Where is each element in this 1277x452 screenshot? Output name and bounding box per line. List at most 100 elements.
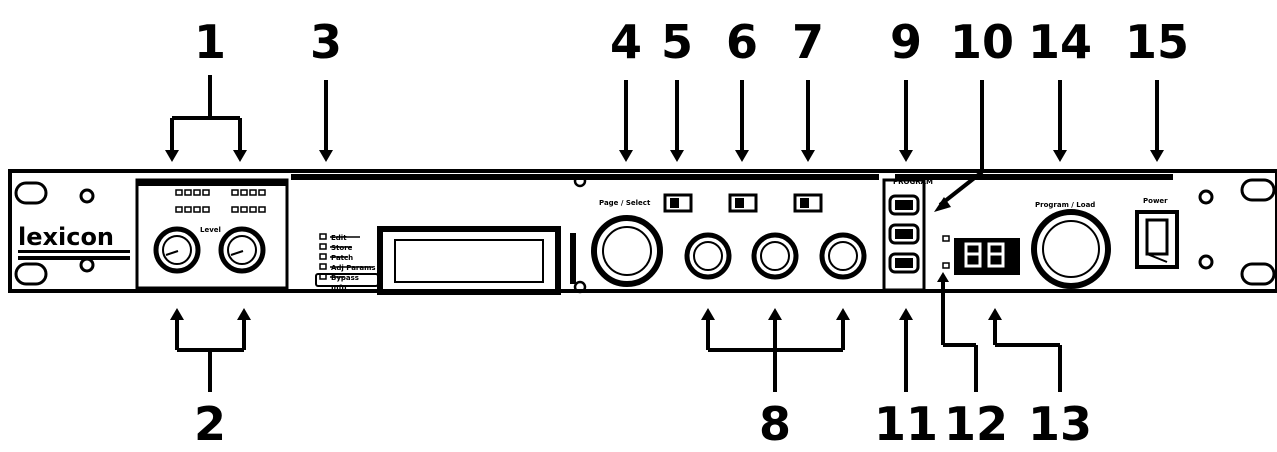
knob-cap-icon (1042, 220, 1100, 278)
knob-cap-icon (602, 226, 652, 276)
arrow-down-icon (735, 150, 749, 162)
logo-tagline-bar (18, 256, 130, 260)
arrow-down-icon (801, 150, 815, 162)
knob-cap-icon (828, 241, 858, 271)
callout-10: 10 (950, 15, 1014, 69)
arrow-up-icon (937, 272, 949, 282)
callout-14: 14 (1028, 15, 1092, 69)
callout-15: 15 (1125, 15, 1189, 69)
menu-item-patch: Patch (331, 254, 353, 262)
callout-7: 7 (792, 15, 824, 69)
menu-item-bypass: Bypass (331, 274, 359, 282)
arrow-diagonal-icon (934, 197, 951, 212)
program-button-11[interactable] (888, 252, 920, 274)
button-cap-icon (895, 200, 913, 210)
input-control-section (135, 178, 289, 290)
page-select-label: Page / Select (599, 199, 651, 207)
arrow-up-icon (170, 308, 184, 320)
menu-item-edit: Edit (331, 234, 347, 242)
arrow-up-icon (836, 308, 850, 320)
led-digits (964, 242, 1005, 268)
screw-icon (1198, 254, 1214, 270)
callout-1: 1 (194, 15, 226, 69)
arrow-down-icon (165, 150, 179, 162)
arrow-down-icon (233, 150, 247, 162)
button-cap-icon (735, 198, 744, 208)
power-rocker-icon (1145, 218, 1169, 256)
logo-underline (18, 250, 130, 253)
soft-button-6[interactable] (728, 193, 758, 213)
callout-3: 3 (310, 15, 342, 69)
program-section-label: PROGRAM (893, 178, 933, 186)
arrow-up-icon (899, 308, 913, 320)
menu-item-store: Store (331, 244, 353, 252)
brand-logo: lexicon (18, 223, 130, 260)
callout-5: 5 (661, 15, 693, 69)
arrow-down-icon (1150, 150, 1164, 162)
program-section (882, 174, 1179, 292)
callout-2: 2 (194, 397, 226, 451)
knob-cap-icon (227, 235, 257, 265)
program-button-10[interactable] (888, 223, 920, 245)
screw-icon (573, 280, 587, 294)
program-load-label: Program / Load (1035, 201, 1095, 209)
level-label: Level (200, 226, 221, 234)
program-led-display (954, 238, 1020, 275)
tempo-led-icon (942, 262, 950, 269)
program-section-header-bar (895, 174, 1173, 180)
soft-button-7[interactable] (793, 193, 823, 213)
arrow-up-icon (988, 308, 1002, 320)
callout-13: 13 (1028, 397, 1092, 451)
program-load-knob[interactable] (1031, 209, 1111, 289)
callout-12: 12 (944, 397, 1008, 451)
button-cap-icon (895, 229, 913, 239)
brand-name: lexicon (18, 223, 114, 251)
callout-numbers: 1 2 3 4 5 6 7 8 9 10 11 12 13 14 15 (194, 15, 1189, 451)
button-cap-icon (895, 258, 913, 268)
arrow-up-icon (768, 308, 782, 320)
rack-slot-top-right (1240, 178, 1276, 202)
lcd-screen (394, 239, 544, 283)
input-meter-left (175, 189, 210, 213)
rack-slot-bottom-right (1240, 262, 1276, 286)
rack-slot-top-left (14, 181, 48, 205)
input-section-header-bar (137, 180, 287, 186)
callout-lines (170, 75, 1159, 392)
menu-item-info: Info (331, 284, 347, 292)
soft-button-5[interactable] (663, 193, 693, 213)
knob-cap-icon (693, 241, 723, 271)
input-section-label: INPUT CONTROL (148, 179, 213, 187)
button-cap-icon (800, 198, 809, 208)
arrow-down-icon (899, 150, 913, 162)
panel-legends: INPUT CONTROL EDIT PROGRAM Level Page / … (148, 173, 1168, 292)
callout-9: 9 (890, 15, 922, 69)
knob-cap-icon (760, 241, 790, 271)
callout-4: 4 (610, 15, 642, 69)
screw-icon (79, 188, 95, 204)
input-meter-right (231, 189, 266, 213)
arrow-down-icon (319, 150, 333, 162)
power-label: Power (1143, 197, 1168, 205)
button-cap-icon (670, 198, 679, 208)
edit-section-label: EDIT (292, 173, 310, 181)
edit-section-header-bar (291, 174, 879, 180)
lcd-display (377, 226, 561, 295)
edit-section (291, 174, 879, 295)
program-buttons-frame (882, 178, 926, 292)
status-led-icon (942, 235, 950, 242)
callout-arrowheads (165, 150, 1164, 320)
callout-6: 6 (726, 15, 758, 69)
program-button-9[interactable] (888, 194, 920, 216)
rack-slot-bottom-left (14, 262, 48, 286)
arrow-down-icon (670, 150, 684, 162)
menu-item-adj-params: Adj Params (331, 264, 376, 272)
arrow-up-icon (701, 308, 715, 320)
arrow-up-icon (237, 308, 251, 320)
callout-11: 11 (874, 397, 938, 451)
callout-8: 8 (759, 397, 791, 451)
arrow-down-icon (1053, 150, 1067, 162)
screw-icon (1198, 189, 1214, 205)
knob-cap-icon (162, 235, 192, 265)
